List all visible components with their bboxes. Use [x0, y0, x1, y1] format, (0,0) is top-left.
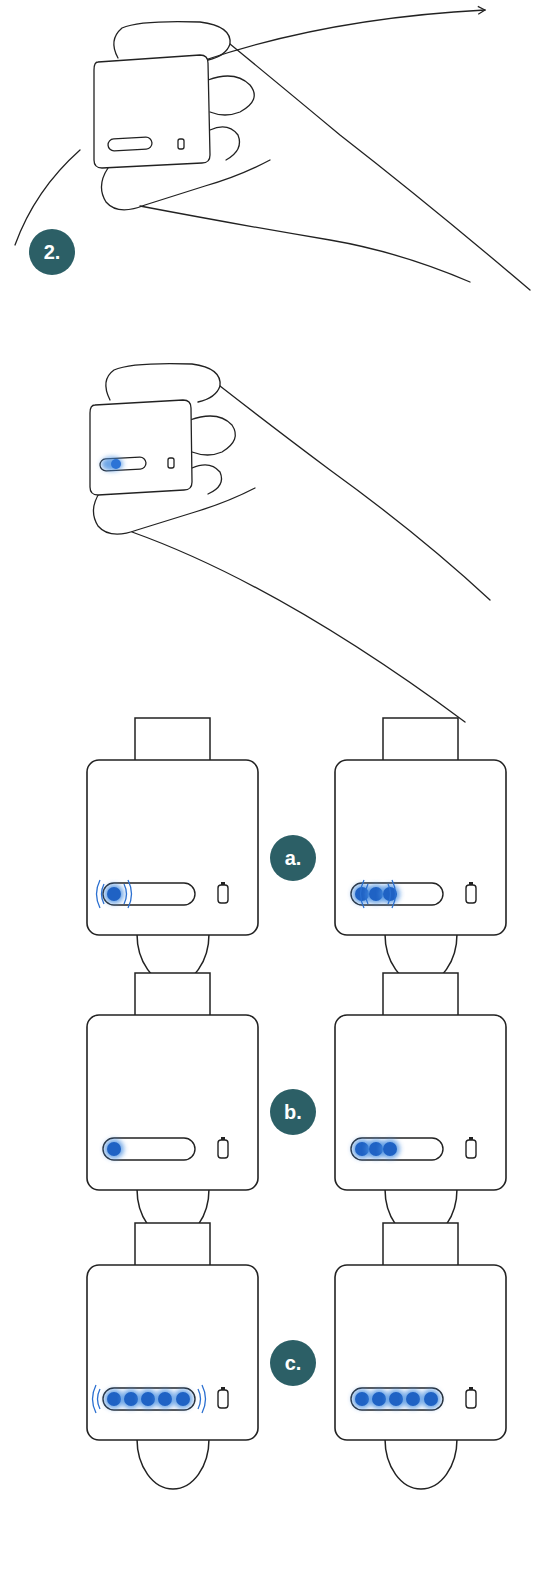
- badge-fill: [270, 1340, 316, 1386]
- step-badge: 2.: [29, 229, 75, 275]
- step-badge: a.: [270, 835, 316, 881]
- badge-fill: [29, 229, 75, 275]
- step-badge: c.: [270, 1340, 316, 1386]
- device-body: [87, 973, 258, 1239]
- device-body: [335, 973, 506, 1239]
- led-light: [93, 1385, 206, 1413]
- step-label: 2.: [29, 229, 75, 275]
- led-light: [97, 880, 132, 908]
- device-body: [87, 718, 258, 984]
- led-light: [352, 1139, 400, 1159]
- step-label: a.: [270, 835, 316, 881]
- badge-fill: [270, 835, 316, 881]
- device-body: [87, 1223, 258, 1489]
- hand-drawing: [15, 10, 530, 290]
- device-body: [335, 1223, 506, 1489]
- led-light: [352, 880, 400, 908]
- hand-drawing: [90, 364, 490, 722]
- step-badge: b.: [270, 1089, 316, 1135]
- device-body: [335, 718, 506, 984]
- badge-fill: [270, 1089, 316, 1135]
- step-label: b.: [270, 1089, 316, 1135]
- led-light: [101, 457, 123, 471]
- led-light: [352, 1389, 441, 1409]
- led-light: [104, 1139, 124, 1159]
- step-label: c.: [270, 1340, 316, 1386]
